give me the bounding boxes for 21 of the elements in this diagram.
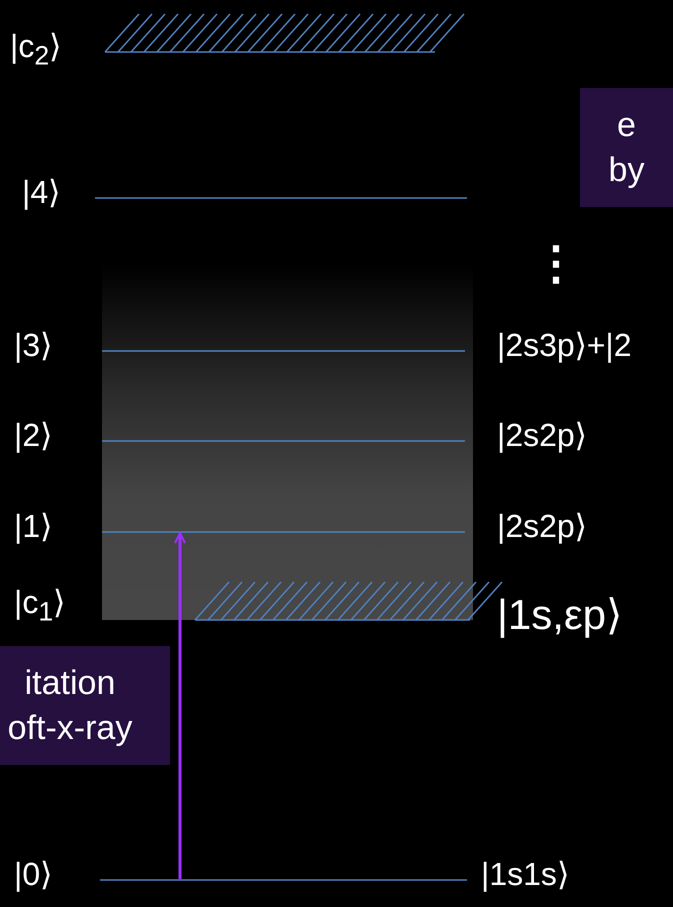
ellipsis-mark: ⋮ (533, 240, 579, 286)
energy-level-line (102, 439, 465, 443)
state-label: |c$_{2}$⟩ (10, 30, 62, 70)
energy-level-line (100, 878, 467, 882)
state-label: |2⟩ (14, 419, 52, 451)
state-label: |2s2p⟩ (497, 510, 587, 542)
state-label: |2s3p⟩+|2 (497, 329, 632, 361)
energy-level-line (95, 196, 467, 200)
text-box: itation oft-x-ray (0, 646, 170, 765)
state-label: |2s2p⟩ (497, 419, 587, 451)
text-box: e by (580, 88, 673, 207)
state-label: |1s1s⟩ (481, 858, 569, 890)
state-label: |4⟩ (22, 176, 60, 208)
excitation-arrow (174, 532, 186, 879)
state-label: |1s,εp⟩ (497, 594, 622, 636)
state-label: |1⟩ (14, 510, 52, 542)
energy-level-line (102, 530, 465, 534)
energy-level-line (102, 349, 465, 353)
state-label: |3⟩ (14, 329, 52, 361)
state-label: |c$_{1}$⟩ (14, 586, 66, 626)
state-label: |0⟩ (14, 858, 52, 890)
